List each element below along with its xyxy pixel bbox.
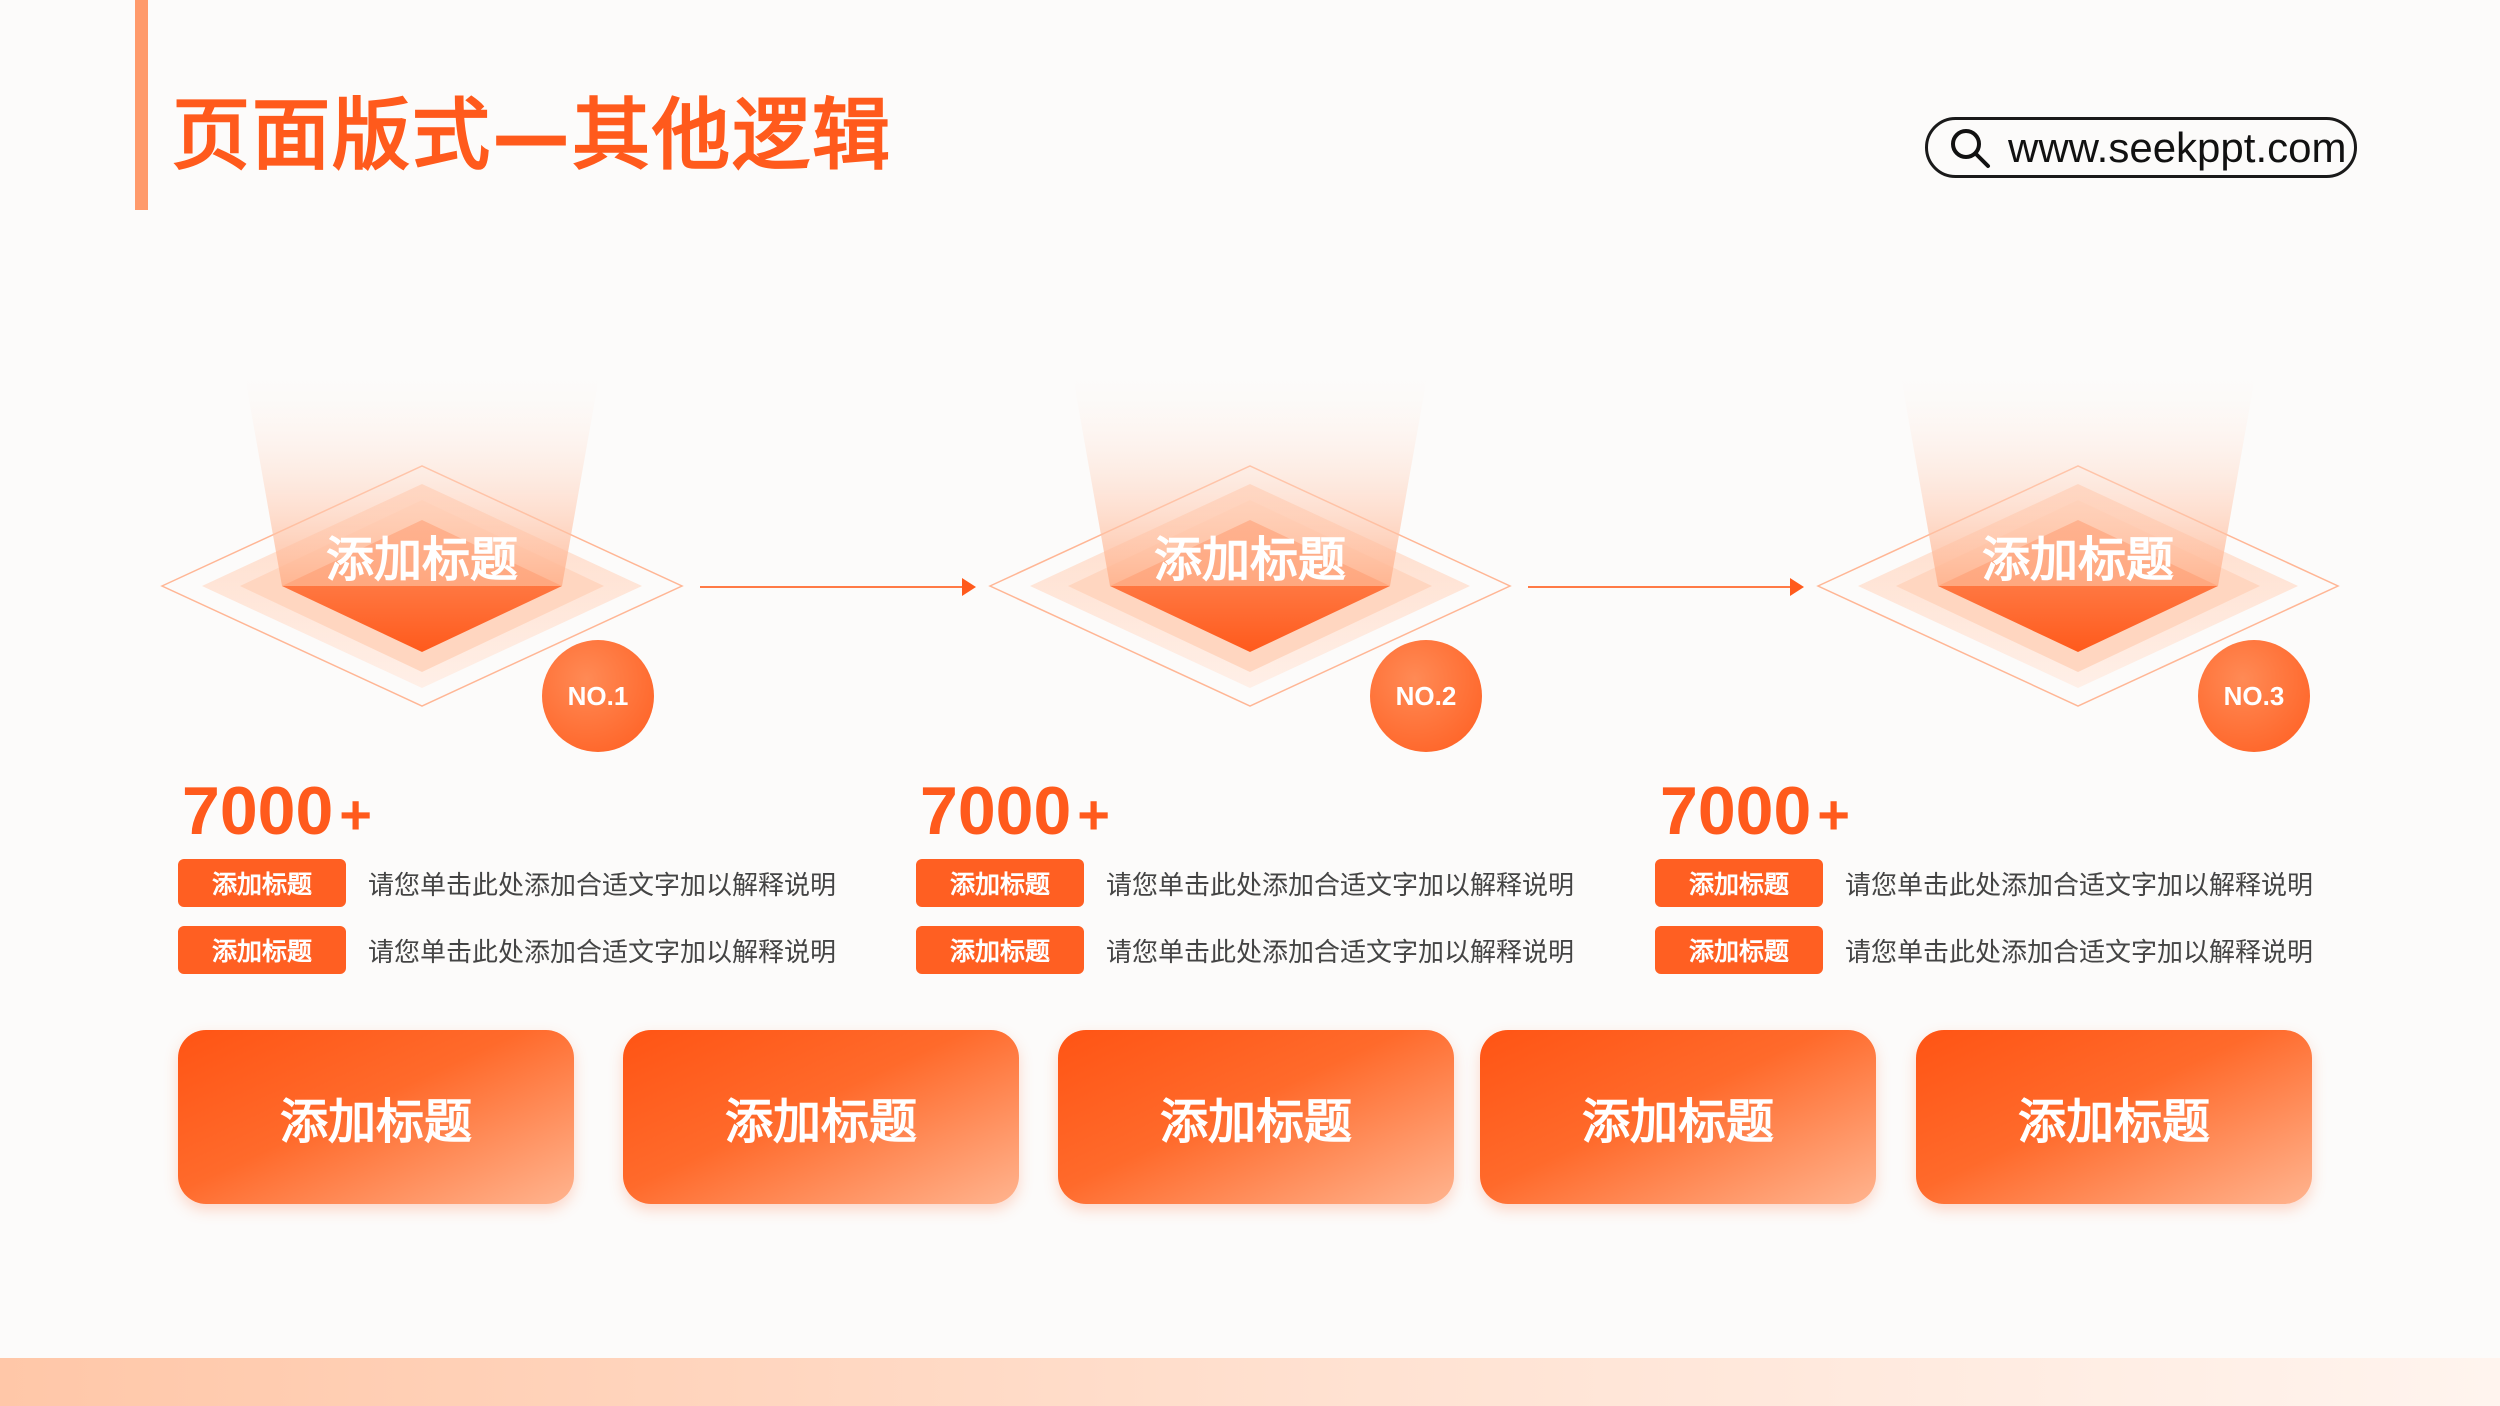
diamond-graphic [1816, 360, 2340, 707]
detail-tag: 添加标题 [1655, 926, 1823, 974]
title-button-2[interactable]: 添加标题 [623, 1030, 1019, 1204]
number-badge: NO.3 [2198, 640, 2310, 752]
detail-text: 请您单击此处添加合适文字加以解释说明 [1106, 937, 1575, 968]
detail-text: 请您单击此处添加合适文字加以解释说明 [1106, 870, 1575, 901]
url-text: www.seekppt.com [2008, 123, 2347, 171]
page-title: 页面版式—其他逻辑 [172, 91, 893, 181]
detail-row: 添加标题 请您单击此处添加合适文字加以解释说明 [178, 859, 836, 907]
detail-text: 请您单击此处添加合适文字加以解释说明 [1845, 870, 2314, 901]
stat-suffix: + [339, 783, 372, 846]
detail-text: 请您单击此处添加合适文字加以解释说明 [1845, 937, 2314, 968]
stat-number: 7000 [182, 773, 334, 849]
stage-3: 添加标题 NO.3 [1798, 350, 2358, 752]
detail-tag: 添加标题 [916, 859, 1084, 907]
detail-row: 添加标题 请您单击此处添加合适文字加以解释说明 [916, 859, 1574, 907]
stage-2: 添加标题 NO.2 [970, 350, 1530, 752]
detail-row: 添加标题 请您单击此处添加合适文字加以解释说明 [1655, 926, 2313, 974]
stat-value-1: 7000+ [182, 772, 372, 850]
stat-value-2: 7000+ [920, 772, 1110, 850]
detail-tag: 添加标题 [916, 926, 1084, 974]
arrow-connector-2 [1528, 578, 1804, 596]
number-badge: NO.1 [542, 640, 654, 752]
diamond-label: 添加标题 [325, 532, 518, 588]
arrow-head-icon [962, 578, 976, 596]
search-icon [1946, 124, 1994, 172]
detail-tag: 添加标题 [1655, 859, 1823, 907]
number-badge: NO.2 [1370, 640, 1482, 752]
detail-tag: 添加标题 [178, 926, 346, 974]
diamond-graphic [988, 360, 1512, 707]
url-search-box[interactable]: www.seekppt.com [1925, 117, 2357, 178]
stat-value-3: 7000+ [1660, 772, 1850, 850]
bottom-gradient-band [0, 1358, 2500, 1406]
stage-1: 添加标题 NO.1 [142, 350, 702, 752]
detail-text: 请您单击此处添加合适文字加以解释说明 [368, 937, 837, 968]
arrow-head-icon [1790, 578, 1804, 596]
diamond-label: 添加标题 [1153, 532, 1346, 588]
detail-row: 添加标题 请您单击此处添加合适文字加以解释说明 [1655, 859, 2313, 907]
detail-tag: 添加标题 [178, 859, 346, 907]
stat-number: 7000 [920, 773, 1072, 849]
arrow-connector-1 [700, 578, 976, 596]
diamond-label: 添加标题 [1981, 532, 2174, 588]
title-accent-bar [135, 0, 148, 210]
stat-suffix: + [1817, 783, 1850, 846]
diamond-graphic [160, 360, 684, 707]
title-button-1[interactable]: 添加标题 [178, 1030, 574, 1204]
stat-suffix: + [1077, 783, 1110, 846]
title-button-3[interactable]: 添加标题 [1058, 1030, 1454, 1204]
detail-row: 添加标题 请您单击此处添加合适文字加以解释说明 [178, 926, 836, 974]
detail-text: 请您单击此处添加合适文字加以解释说明 [368, 870, 837, 901]
title-button-4[interactable]: 添加标题 [1480, 1030, 1876, 1204]
detail-row: 添加标题 请您单击此处添加合适文字加以解释说明 [916, 926, 1574, 974]
title-button-5[interactable]: 添加标题 [1916, 1030, 2312, 1204]
stat-number: 7000 [1660, 773, 1812, 849]
